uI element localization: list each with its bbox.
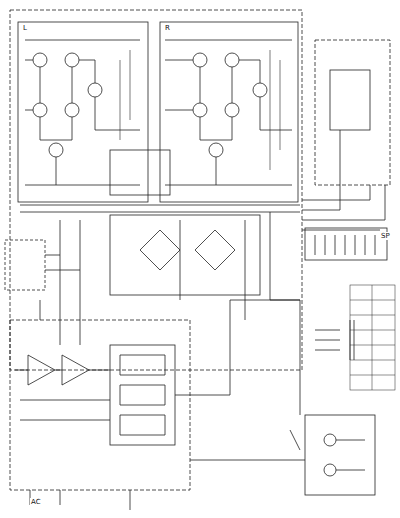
switch-contacts: [120, 355, 165, 435]
bias-block: [110, 150, 170, 195]
connector-block: [305, 228, 387, 260]
wire: [302, 130, 385, 230]
wire: [20, 205, 300, 320]
connector-pins: [315, 235, 375, 255]
wire: [290, 430, 300, 450]
transformer-symbol: [315, 320, 354, 360]
wire: [30, 490, 130, 510]
amp-section: [18, 22, 148, 202]
board-outline: [315, 40, 390, 185]
wire: [230, 300, 365, 470]
wire: [25, 40, 140, 185]
board-outline: [305, 415, 375, 495]
jack-symbol: [324, 434, 336, 446]
board-outline: [5, 240, 45, 290]
signal-label: R: [164, 24, 171, 32]
relay-block: [330, 70, 370, 130]
signal-label: L: [22, 24, 28, 32]
wire: [15, 300, 305, 460]
signal-label: SP: [380, 232, 391, 240]
board-outline: [10, 320, 190, 490]
wire: [120, 50, 280, 170]
switch-block: [110, 345, 175, 445]
wire: [45, 255, 80, 270]
bridge-rectifier: [140, 230, 235, 270]
amp-section: [160, 22, 298, 202]
board-outline: [10, 10, 302, 370]
jack-symbol: [324, 464, 336, 476]
table-grid: [350, 285, 395, 390]
power-block: [110, 215, 260, 295]
wire: [165, 40, 292, 185]
signal-label: AC: [30, 498, 42, 506]
